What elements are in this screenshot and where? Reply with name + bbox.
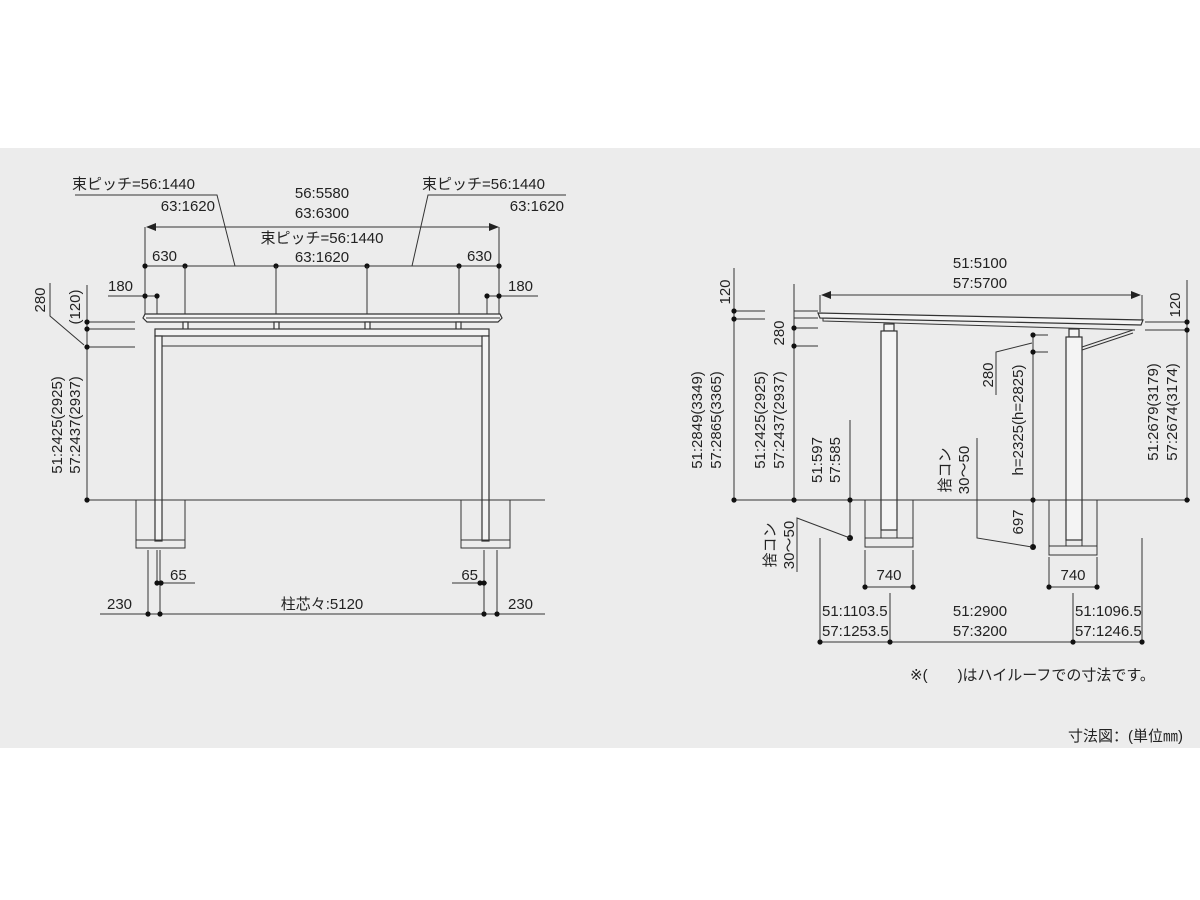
overhang-back-line1: 51:1096.5 — [1075, 603, 1142, 620]
roof-length-line2: 57:5700 — [953, 275, 1007, 292]
total-height-line2: 57:2865(3365) — [708, 371, 725, 469]
end-630-right: 630 — [467, 248, 492, 265]
drawing-background — [0, 148, 1200, 748]
lean-concrete-left-line1: 捨コン — [761, 522, 779, 567]
dim-120-right: 120 — [1167, 292, 1184, 317]
edge-230-left: 230 — [107, 596, 132, 613]
pitch-right-line1: 束ピッチ=56:1440 — [422, 176, 545, 193]
post-span-line1: 51:2900 — [953, 603, 1007, 620]
roof-length-line1: 51:5100 — [953, 255, 1007, 272]
side-view: 51:5100 57:5700 120 51:2849(3349) 57:286… — [689, 255, 1190, 645]
lean-concrete-mid-line1: 捨コン — [936, 447, 954, 492]
post-center-label: 柱芯々:5120 — [281, 596, 364, 613]
right-height-line1: 51:2679(3179) — [1145, 363, 1162, 461]
height-line2: 57:2437(2937) — [67, 376, 84, 474]
post-height: h=2325(h=2825) — [1010, 365, 1027, 476]
post-span-line2: 57:3200 — [953, 623, 1007, 640]
front-beam — [154, 328, 490, 337]
total-height-line1: 51:2849(3349) — [689, 371, 706, 469]
right-height-line2: 57:2674(3174) — [1164, 363, 1181, 461]
front-post-left — [154, 335, 163, 542]
embed-right: 697 — [1010, 509, 1027, 534]
dim-120-left: 120 — [717, 279, 734, 304]
dim-280-mid: 280 — [980, 362, 997, 387]
pitch-center-line1: 束ピッチ=56:1440 — [261, 230, 384, 247]
eave-height-line2: 57:2437(2937) — [771, 371, 788, 469]
pitch-left-leader — [75, 194, 236, 267]
front-post-right — [481, 335, 490, 542]
embed-left-line1: 51:597 — [809, 437, 826, 483]
overhang-front-line2: 57:1253.5 — [822, 623, 889, 640]
footing-left: 740 — [876, 567, 901, 584]
edge-180-right: 180 — [508, 278, 533, 295]
height-line1: 51:2425(2925) — [49, 376, 66, 474]
footing-right: 740 — [1060, 567, 1085, 584]
side-post-front — [880, 330, 898, 531]
drawing-caption: 寸法図：(単位㎜) — [1068, 728, 1183, 745]
pitch-right-leader — [411, 194, 566, 267]
overall-width-line1: 56:5580 — [295, 185, 349, 202]
post-65-right: 65 — [461, 567, 478, 584]
post-65-left: 65 — [170, 567, 187, 584]
front-view: 束ピッチ=56:1440 63:1620 束ピッチ=56:1440 63:162… — [32, 176, 566, 617]
pitch-left-line1: 束ピッチ=56:1440 — [72, 176, 195, 193]
embed-left-line2: 57:585 — [827, 437, 844, 483]
dim-120: (120) — [67, 289, 84, 324]
pitch-right-line2: 63:1620 — [510, 198, 564, 215]
side-post-back — [1065, 336, 1083, 541]
overhang-front-line1: 51:1103.5 — [822, 603, 888, 620]
lean-concrete-mid-line2: 30～50 — [956, 446, 973, 494]
dim-280-left: 280 — [771, 320, 788, 345]
overhang-back-line2: 57:1246.5 — [1075, 623, 1142, 640]
edge-180-left: 180 — [108, 278, 133, 295]
edge-230-right: 230 — [508, 596, 533, 613]
lean-concrete-left-line2: 30～50 — [781, 521, 798, 569]
dim-280: 280 — [32, 287, 49, 312]
side-roof — [817, 312, 1144, 326]
pitch-left-line2: 63:1620 — [161, 198, 215, 215]
eave-height-line1: 51:2425(2925) — [752, 371, 769, 469]
pitch-center-line2: 63:1620 — [295, 249, 349, 266]
overall-width-line2: 63:6300 — [295, 205, 349, 222]
high-roof-note: ※( )はハイルーフでの寸法です。 — [910, 667, 1155, 684]
end-630-left: 630 — [152, 248, 177, 265]
